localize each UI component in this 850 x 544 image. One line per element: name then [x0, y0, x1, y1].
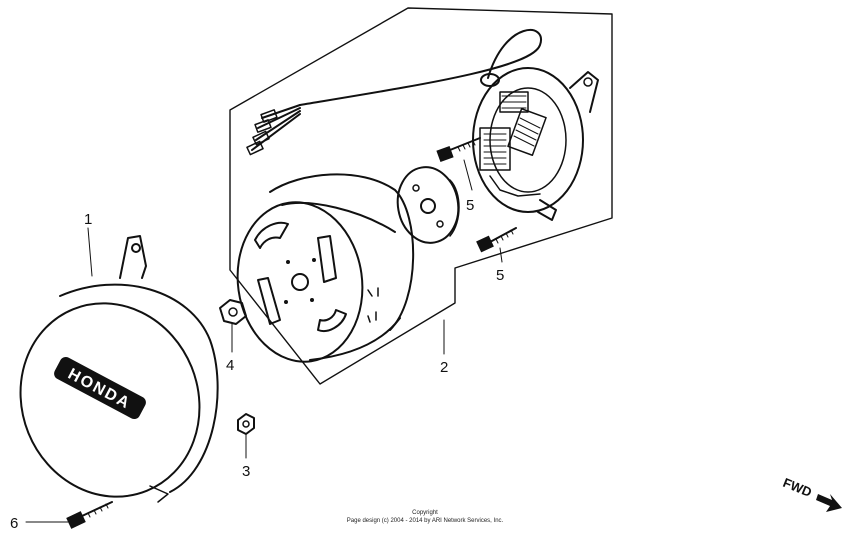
fwd-arrow-icon — [816, 494, 842, 512]
callout-5-lower: 5 — [496, 267, 504, 284]
stator-assembly — [472, 67, 599, 221]
nut-4 — [219, 299, 247, 325]
forward-direction-indicator: FWD — [781, 475, 842, 512]
cover-emblem: HONDA — [54, 356, 146, 420]
assembly-boundary — [229, 7, 613, 385]
screw-5-lower — [476, 227, 517, 253]
copyright-line-1: Copyright — [412, 510, 438, 516]
callout-6: 6 — [10, 515, 18, 532]
wiring-harness — [246, 29, 542, 156]
callout-5-upper: 5 — [466, 197, 474, 214]
callout-2: 2 — [440, 359, 448, 376]
leader-lines — [25, 159, 503, 523]
rotor-plate — [396, 166, 460, 244]
callout-4: 4 — [226, 357, 234, 374]
nut-3 — [237, 413, 255, 435]
screw-5-upper — [436, 137, 481, 163]
fwd-label: FWD — [781, 475, 814, 500]
flywheel-rotor — [236, 173, 415, 363]
callout-3: 3 — [242, 463, 250, 480]
generator-cover: HONDA — [19, 235, 219, 503]
copyright-line-2: Page design (c) 2004 - 2014 by ARI Netwo… — [347, 518, 504, 524]
bolt-6 — [66, 501, 113, 529]
callout-1: 1 — [84, 211, 92, 228]
